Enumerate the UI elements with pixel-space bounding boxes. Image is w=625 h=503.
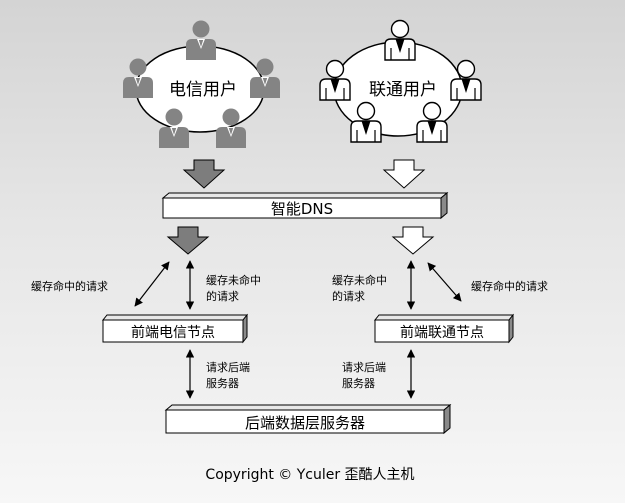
unicom-down-arrow-icon	[382, 159, 426, 189]
smart-dns-box: 智能DNS	[161, 191, 449, 220]
unicom-node-label: 前端联通节点	[400, 324, 484, 341]
telecom-node-box: 前端电信节点	[101, 313, 249, 344]
telecom-backend-request-label: 请求后端	[206, 361, 250, 374]
unicom-backend-request-label: 请求后端	[342, 361, 386, 374]
telecom-group-label: 电信用户	[169, 80, 237, 100]
telecom-user-icon	[186, 20, 216, 60]
unicom-backend-request-label-2: 服务器	[342, 377, 375, 390]
telecom-down-arrow-icon	[182, 159, 226, 189]
backend-server-box: 后端数据层服务器	[164, 403, 452, 435]
telecom-node-label: 前端电信节点	[131, 324, 215, 341]
unicom-cache-miss-label-2: 的请求	[332, 289, 365, 303]
telecom-backend-request-label-2: 服务器	[206, 377, 239, 390]
telecom-user-group: 电信用户	[123, 20, 280, 148]
unicom-cache-miss-label: 缓存未命中	[332, 273, 387, 287]
telecom-cache-hit-arrow	[134, 261, 170, 307]
unicom-dns-arrow-icon	[391, 226, 435, 255]
telecom-cache-miss-label-2: 的请求	[206, 289, 239, 303]
unicom-user-group: 联通用户	[319, 19, 482, 143]
unicom-node-box: 前端联通节点	[373, 313, 515, 344]
unicom-user-icon	[450, 59, 482, 101]
telecom-cache-hit-label: 缓存命中的请求	[31, 279, 108, 293]
telecom-user-icon	[250, 58, 280, 98]
unicom-user-icon	[384, 19, 416, 61]
telecom-cache-miss-label: 缓存未命中	[206, 273, 261, 287]
smart-dns-label: 智能DNS	[271, 200, 333, 218]
unicom-cache-hit-label: 缓存命中的请求	[471, 279, 548, 293]
backend-server-label: 后端数据层服务器	[245, 414, 365, 432]
unicom-group-label: 联通用户	[369, 80, 437, 100]
unicom-cache-hit-arrow	[427, 262, 462, 302]
telecom-dns-arrow-icon	[166, 226, 210, 255]
copyright-text: Copyright © Yculer 歪酷人主机	[205, 467, 414, 483]
